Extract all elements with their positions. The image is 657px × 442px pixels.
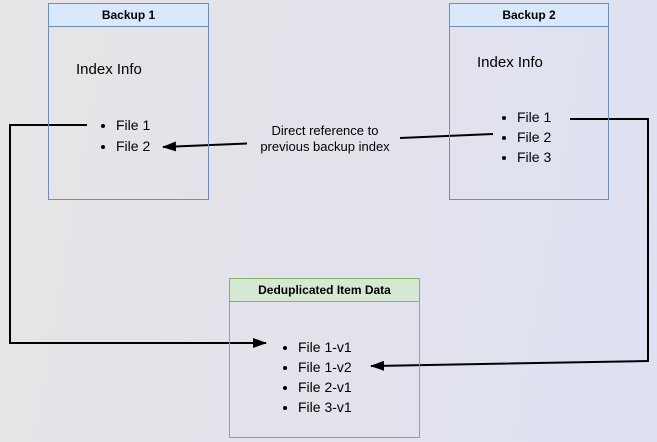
backup2-subtitle: Index Info bbox=[477, 54, 543, 71]
backup2-file-list: File 1File 2File 3 bbox=[500, 107, 551, 167]
backup2-title: Backup 2 bbox=[450, 4, 608, 27]
deduplicated-item-data-box: Deduplicated Item Data File 1-v1File 1-v… bbox=[229, 278, 420, 438]
backup1-subtitle: Index Info bbox=[76, 61, 142, 78]
list-item: File 1 bbox=[517, 107, 551, 127]
edge-label-line1: Direct reference to bbox=[271, 123, 379, 138]
backup1-box: Backup 1 Index Info File 1File 2 bbox=[48, 3, 209, 200]
list-item: File 2 bbox=[517, 127, 551, 147]
dedup-title: Deduplicated Item Data bbox=[230, 279, 419, 302]
list-item: File 3-v1 bbox=[298, 397, 352, 417]
backup2-box: Backup 2 Index Info File 1File 2File 3 bbox=[449, 3, 609, 200]
dedup-file-list: File 1-v1File 1-v2File 2-v1File 3-v1 bbox=[281, 337, 352, 417]
list-item: File 2-v1 bbox=[298, 377, 352, 397]
backup1-file-list: File 1File 2 bbox=[99, 115, 150, 157]
list-item: File 1 bbox=[116, 115, 150, 136]
edge-label-direct-reference: Direct reference to previous backup inde… bbox=[240, 123, 410, 155]
list-item: File 1-v2 bbox=[298, 357, 352, 377]
backup1-title: Backup 1 bbox=[49, 4, 208, 27]
edge-label-line2: previous backup index bbox=[260, 139, 390, 154]
list-item: File 1-v1 bbox=[298, 337, 352, 357]
list-item: File 3 bbox=[517, 147, 551, 167]
list-item: File 2 bbox=[116, 136, 150, 157]
